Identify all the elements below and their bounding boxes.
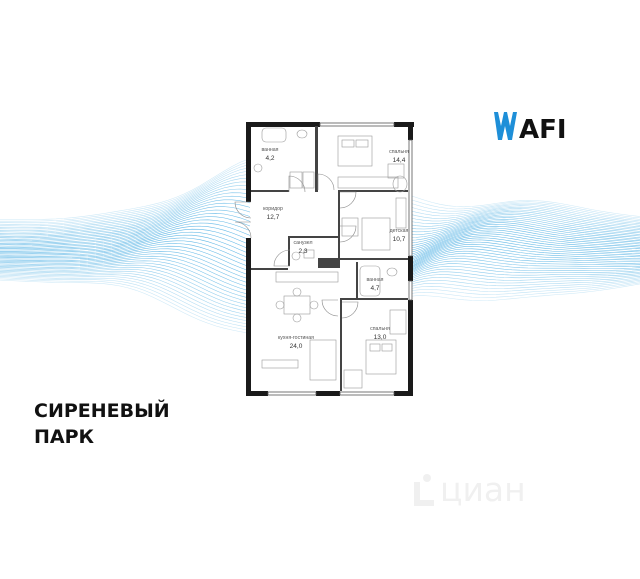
wardrobe-1: [337, 176, 399, 189]
wall-bottom-left: [246, 391, 268, 396]
wall-top-right: [394, 122, 414, 127]
brand-name: AFI: [519, 115, 567, 145]
project-title-line-1: СИРЕНЕВЫЙ: [34, 400, 170, 422]
bed-2-pillow-a: [369, 343, 381, 352]
wall-right-upper: [408, 122, 413, 140]
wall-right-lower: [408, 300, 413, 396]
project-title: СИРЕНЕВЫЙ ПАРК: [34, 398, 170, 450]
window-right-1: [408, 139, 413, 257]
door-bedroom1: [339, 191, 357, 209]
bed-2-pillow-b: [381, 343, 393, 352]
wall-wc-left: [288, 236, 290, 266]
bed-1: [337, 135, 373, 167]
room-label-bedroom2: спальня: [370, 326, 390, 332]
wall-core: [318, 258, 340, 268]
wall-bedroom2-left: [340, 300, 342, 391]
dining-chair-a: [275, 300, 285, 310]
watermark-text: циан: [440, 470, 526, 509]
cian-logo-icon: [414, 474, 434, 506]
wall-bath2-bottom: [340, 298, 408, 300]
wardrobe-2: [389, 309, 407, 335]
afi-logo-icon: [494, 112, 517, 140]
room-area-bath2: 4,7: [370, 285, 379, 292]
wall-kids-bottom: [340, 258, 408, 260]
door-bath: [288, 175, 306, 193]
sofa: [309, 339, 337, 381]
bathtub: [261, 127, 287, 143]
door-bedroom2: [341, 301, 359, 319]
room-label-wc: санузел: [294, 240, 313, 246]
door-entrance-2: [234, 221, 252, 239]
bath-toilet: [253, 163, 263, 173]
kids-bed: [361, 217, 391, 251]
room-labels: ванная 4,2 спальня 14,4 коридор 12,7 детская 10…: [261, 147, 409, 350]
door-entrance: [234, 201, 252, 219]
washer: [289, 171, 303, 189]
room-area-wc: 2,3: [298, 248, 307, 255]
wall-bottom-right: [394, 391, 413, 396]
window-bottom-1: [267, 391, 317, 396]
wall-kitchen-top: [251, 268, 288, 270]
outer-walls: [246, 122, 414, 396]
room-area-bedroom1: 14,4: [393, 157, 406, 164]
kids-desk: [395, 197, 407, 229]
room-area-corridor: 12,7: [267, 214, 280, 221]
room-label-bedroom1: спальня: [389, 149, 409, 155]
project-title-line-2: ПАРК: [34, 426, 95, 448]
room-area-kitchen: 24,0: [290, 343, 303, 350]
dining-chair-d: [292, 313, 302, 323]
wc-sink: [303, 249, 315, 259]
room-area-bath: 4,2: [265, 155, 274, 162]
room-label-kids: детская: [390, 228, 409, 234]
wall-right-mid: [408, 256, 413, 281]
cian-watermark: циан: [410, 470, 560, 510]
washer-2: [302, 171, 315, 189]
wall-bedroom1-bottom: [340, 190, 408, 192]
interior-walls: [251, 126, 408, 391]
wall-bottom-mid: [316, 391, 340, 396]
bath2-tub: [359, 265, 381, 297]
desk-1: [387, 163, 405, 179]
window-top: [319, 122, 395, 127]
wall-top-left: [246, 122, 320, 127]
bed-1-pillow-a: [341, 139, 355, 148]
bed-1-pillow-b: [355, 139, 369, 148]
dining-chair-c: [292, 287, 302, 297]
wall-bath-right: [315, 126, 318, 192]
wall-corridor-right: [338, 190, 340, 260]
room-label-kitchen: кухня-гостиная: [278, 335, 314, 341]
kitchen-counter: [275, 271, 339, 283]
door-kitchen: [321, 299, 339, 317]
tv-stand: [261, 359, 299, 369]
door-swings: [234, 173, 359, 319]
room-area-bedroom2: 13,0: [374, 334, 387, 341]
furniture: [253, 127, 408, 389]
bed-2: [365, 339, 397, 375]
window-right-2: [408, 280, 413, 301]
wall-bath2-left: [356, 262, 358, 300]
windows: [267, 122, 413, 396]
door-wc: [273, 249, 291, 267]
bath2-sink: [386, 267, 398, 277]
door-corridor: [317, 173, 335, 191]
wc-toilet: [291, 251, 301, 261]
bath-sink: [296, 129, 308, 139]
window-bottom-2: [339, 391, 395, 396]
wall-left-upper: [246, 122, 251, 202]
wall-left-lower: [246, 238, 251, 396]
room-area-kids: 10,7: [393, 236, 406, 243]
dining-chair-b: [309, 300, 319, 310]
room-label-corridor: коридор: [263, 206, 283, 212]
wall-wc-top: [288, 236, 338, 238]
wall-bath-bottom: [251, 190, 289, 192]
chair-1: [392, 175, 408, 193]
afi-logo: AFI: [492, 106, 574, 146]
room-label-bath: ванная: [261, 147, 278, 153]
room-label-bath2: ванная: [366, 277, 383, 283]
dresser-2: [343, 369, 363, 389]
kids-shelf: [341, 217, 359, 237]
